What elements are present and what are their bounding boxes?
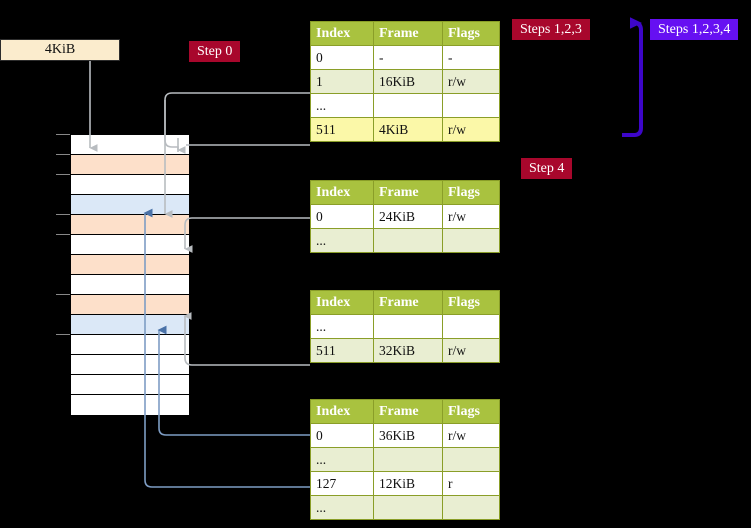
column-header-flags: Flags [442,180,500,205]
memory-frame-10 [71,335,189,355]
cell-index: 511 [310,338,374,363]
cell-index: 1 [310,69,374,94]
cell-frame: 32KiB [373,338,443,363]
memory-frame-1 [71,155,189,175]
cell-flags: r/w [442,338,500,363]
memory-tick-3 [56,214,70,215]
memory-tick-4 [56,234,70,235]
column-header-frame: Frame [373,180,443,205]
cell-frame: 24KiB [373,204,443,229]
table-row: ... [310,314,500,339]
column-header-flags: Flags [442,21,500,46]
cell-frame [373,495,443,520]
cell-index: 511 [310,117,374,142]
cell-index: ... [310,447,374,472]
memory-frame-13 [71,395,189,415]
memory-frame-9 [71,315,189,335]
cell-flags [442,314,500,339]
cell-flags [442,228,500,253]
badge-step-4: Step 4 [521,158,573,179]
table-row: ... [310,93,500,118]
cell-frame [373,314,443,339]
cell-frame: 36KiB [373,423,443,448]
column-header-index: Index [310,21,374,46]
column-header-flags: Flags [442,290,500,315]
memory-frame-6 [71,255,189,275]
column-header-frame: Frame [373,21,443,46]
cell-flags [442,495,500,520]
column-header-index: Index [310,399,374,424]
connector-purple-bracket [622,17,643,137]
cell-frame: - [373,45,443,70]
column-header-index: Index [310,290,374,315]
memory-frame-5 [71,235,189,255]
cell-flags: - [442,45,500,70]
memory-tick-5 [56,294,70,295]
memory-frame-3 [71,195,189,215]
memory-frame-2 [71,175,189,195]
frame-size-label: 4KiB [0,39,120,61]
badge-step-0: Step 0 [189,41,241,62]
memory-tick-2 [56,174,70,175]
cell-frame [373,447,443,472]
connector-pdp-to-memory [184,217,310,253]
cell-flags [442,93,500,118]
cell-flags: r/w [442,69,500,94]
table-row: 0-- [310,45,500,70]
column-header-frame: Frame [373,290,443,315]
cell-frame: 12KiB [373,471,443,496]
column-header-index: Index [310,180,374,205]
cell-frame: 4KiB [373,117,443,142]
physical-memory-column [70,134,190,415]
cell-frame [373,228,443,253]
cell-flags: r [442,471,500,496]
cell-index: 0 [310,45,374,70]
cell-index: ... [310,93,374,118]
cell-frame: 16KiB [373,69,443,94]
cell-frame [373,93,443,118]
column-header-flags: Flags [442,399,500,424]
cell-flags: r/w [442,117,500,142]
column-header-frame: Frame [373,399,443,424]
cell-index: 0 [310,204,374,229]
cell-index: 0 [310,423,374,448]
cell-index: ... [310,314,374,339]
cell-index: ... [310,228,374,253]
cell-flags: r/w [442,423,500,448]
memory-frame-4 [71,215,189,235]
memory-tick-6 [56,334,70,335]
memory-frame-7 [71,275,189,295]
cell-flags [442,447,500,472]
cell-index: ... [310,495,374,520]
memory-frame-12 [71,375,189,395]
badge-steps-1234: Steps 1,2,3,4 [650,19,739,40]
cell-index: 127 [310,471,374,496]
badge-steps-123: Steps 1,2,3 [512,19,590,40]
memory-frame-11 [71,355,189,375]
cell-flags: r/w [442,204,500,229]
memory-frame-8 [71,295,189,315]
table-row: ... [310,447,500,472]
table-row: ... [310,228,500,253]
memory-tick-1 [56,154,70,155]
memory-frame-0 [71,135,189,155]
memory-tick-0 [56,134,70,135]
connector-pd-to-memory [183,312,310,366]
table-row: ... [310,495,500,520]
